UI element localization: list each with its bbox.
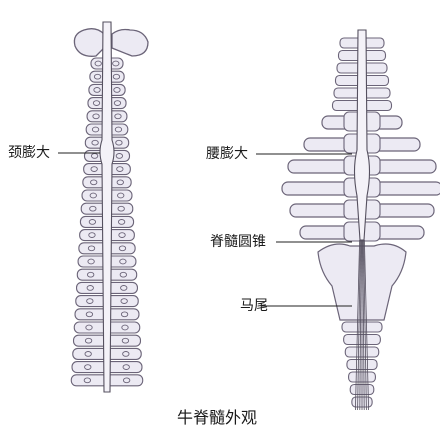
label-lumbar-enlargement: 腰膨大 (206, 146, 248, 162)
foramen-mark (120, 311, 129, 318)
foramen-mark (84, 337, 93, 344)
foramen-mark (117, 192, 125, 199)
foramen-mark (122, 377, 131, 384)
atlas-right-wing (111, 28, 149, 57)
foramen-mark (112, 60, 120, 67)
figure-caption: 牛脊髓外观 (177, 408, 258, 427)
foramen-mark (121, 337, 130, 344)
foramen-mark (119, 271, 127, 278)
foramen-mark (115, 153, 124, 159)
cervical-thoracic-spine (70, 21, 149, 393)
foramen-mark (114, 113, 122, 120)
foramen-mark (87, 245, 96, 252)
foramen-mark (84, 364, 92, 370)
cauda-equina-fiber (355, 239, 360, 411)
foramen-mark (86, 298, 94, 304)
foramen-mark (112, 73, 121, 80)
foramen-mark (113, 100, 122, 106)
foramen-mark (122, 351, 130, 357)
foramen-mark (114, 126, 123, 133)
foramen-mark (92, 100, 101, 106)
label-leader-lines (58, 152, 352, 307)
cauda-equina-fiber (362, 239, 365, 411)
foramen-mark (118, 232, 126, 238)
foramen-mark (93, 87, 101, 93)
foramen-mark (94, 60, 102, 67)
foramen-mark (117, 219, 126, 225)
foramen-mark (91, 126, 100, 133)
foramen-mark (85, 324, 93, 331)
foramen-mark (85, 311, 94, 318)
label-conus-medullaris: 脊髓圆锥 (210, 234, 266, 250)
foramen-mark (118, 245, 127, 252)
label-cervical-enlargement: 颈膨大 (8, 145, 50, 161)
foramen-mark (113, 87, 121, 93)
cauda-equina-fiber (357, 239, 361, 411)
foramen-mark (120, 298, 128, 304)
foramen-mark (91, 139, 99, 146)
foramen-mark (115, 139, 123, 146)
foramen-mark (83, 377, 92, 384)
foramen-mark (117, 205, 125, 212)
foramen-mark (121, 324, 129, 331)
foramen-mark (116, 166, 124, 172)
cauda-equina-fiber (363, 239, 367, 411)
atlas-left-wing (73, 28, 105, 57)
foramen-mark (86, 285, 94, 291)
foramen-mark (88, 219, 97, 225)
foramen-mark (89, 205, 97, 212)
foramen-mark (87, 258, 95, 265)
foramen-mark (90, 179, 98, 186)
cauda-equina-fiber (364, 239, 369, 411)
foramen-mark (88, 232, 96, 238)
label-cauda-equina: 马尾 (240, 298, 268, 314)
foramen-mark (89, 192, 97, 199)
cauda-equina-fiber (359, 239, 362, 411)
spinal-cord (99, 21, 115, 393)
foramen-mark (84, 351, 92, 357)
lumbar-sacral-spine (281, 29, 440, 411)
foramen-mark (122, 364, 130, 370)
foramen-mark (116, 179, 124, 186)
foramen-mark (93, 73, 102, 80)
foramen-mark (90, 166, 98, 172)
foramen-mark (120, 285, 128, 291)
foramen-mark (87, 271, 95, 278)
foramen-mark (119, 258, 127, 265)
foramen-mark (92, 113, 100, 120)
